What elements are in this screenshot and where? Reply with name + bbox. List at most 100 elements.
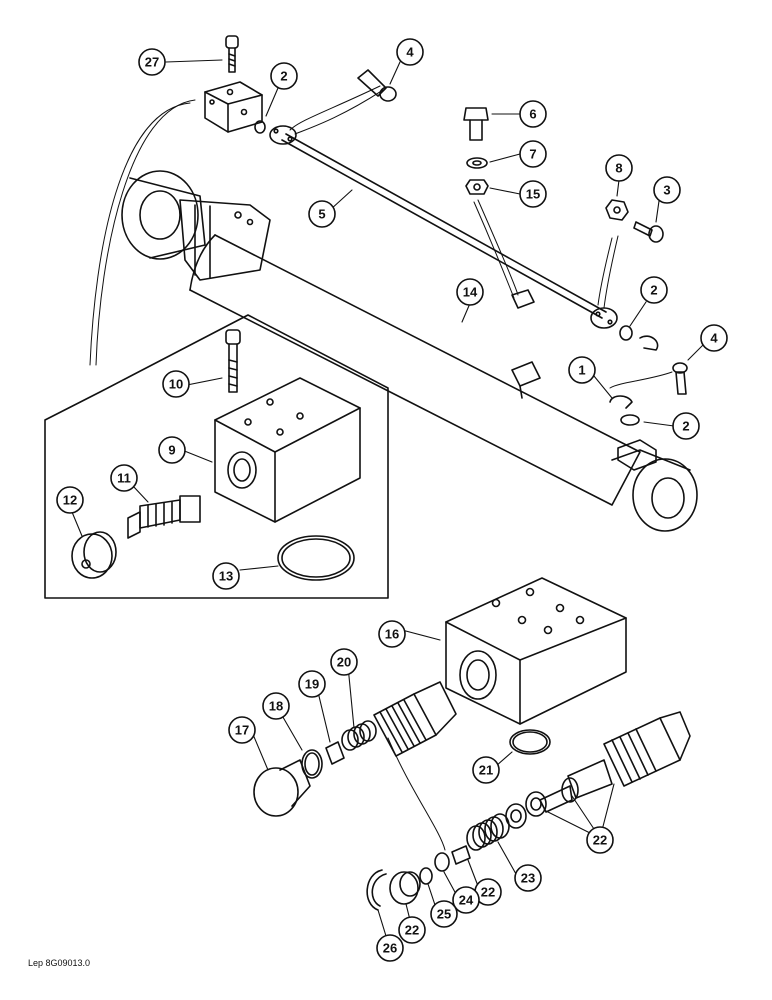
o-ring-2-icon: [619, 325, 633, 341]
callout-3: 3: [653, 176, 681, 204]
callout-4: 4: [700, 324, 728, 352]
callout-circle: [640, 276, 668, 304]
callout-17: 17: [228, 716, 256, 744]
callout-22: 22: [474, 878, 502, 906]
callout-13: 13: [212, 562, 240, 590]
callout-18: 18: [262, 692, 290, 720]
callout-label: 9: [168, 443, 175, 458]
callout-circle: [472, 756, 500, 784]
callout-label: 22: [593, 833, 607, 848]
callout-label: 24: [459, 893, 474, 908]
callout-20: 20: [330, 648, 358, 676]
callout-circle: [308, 200, 336, 228]
callout-22: 22: [586, 826, 614, 854]
callout-circle: [452, 886, 480, 914]
callout-5: 5: [308, 200, 336, 228]
drawing-reference: Lep 8G09013.0: [28, 958, 91, 968]
o-ring-24-icon: [434, 852, 450, 872]
callout-9: 9: [158, 436, 186, 464]
callout-circle: [330, 648, 358, 676]
callout-label: 17: [235, 723, 249, 738]
o-ring-2-lower-icon: [620, 414, 640, 426]
nut-15-icon: [465, 179, 489, 195]
plug-12-icon: [71, 531, 117, 579]
callout-label: 2: [280, 69, 287, 84]
callout-circle: [298, 670, 326, 698]
callout-23: 23: [514, 864, 542, 892]
plug-17-icon: [253, 759, 311, 817]
callout-2: 2: [640, 276, 668, 304]
callout-circle: [398, 916, 426, 944]
callout-circle: [519, 180, 547, 208]
callout-27: 27: [138, 48, 166, 76]
callout-label: 27: [145, 55, 159, 70]
callout-12: 12: [56, 486, 84, 514]
callout-label: 10: [169, 377, 183, 392]
callout-label: 5: [318, 207, 325, 222]
callout-circle: [396, 38, 424, 66]
callout-6: 6: [519, 100, 547, 128]
callout-25: 25: [430, 900, 458, 928]
callout-label: 7: [529, 147, 536, 162]
callout-label: 12: [63, 493, 77, 508]
callout-circle: [430, 900, 458, 928]
callout-circle: [519, 100, 547, 128]
retaining-clip-1-icon: [609, 335, 659, 409]
callout-label: 4: [406, 45, 414, 60]
callout-label: 16: [385, 627, 399, 642]
callout-1: 1: [568, 356, 596, 384]
callout-21: 21: [472, 756, 500, 784]
cartridge-upper-icon: [373, 681, 457, 757]
callout-circle: [138, 48, 166, 76]
callout-7: 7: [519, 140, 547, 168]
callout-label: 26: [383, 941, 397, 956]
callout-circle: [514, 864, 542, 892]
callout-14: 14: [456, 278, 484, 306]
spring-23-icon: [466, 813, 510, 851]
callout-circle: [700, 324, 728, 352]
leader-curves: [89, 85, 673, 851]
callout-label: 11: [117, 471, 131, 486]
callout-22: 22: [398, 916, 426, 944]
inset-panel: [44, 314, 389, 599]
callout-circle: [586, 826, 614, 854]
callout-label: 3: [663, 183, 670, 198]
circlip-26-icon: [366, 869, 387, 911]
callout-circle: [262, 692, 290, 720]
callout-label: 23: [521, 871, 535, 886]
callout-label: 19: [305, 677, 319, 692]
callout-circle: [672, 412, 700, 440]
callout-11: 11: [110, 464, 138, 492]
relief-cartridge-11-icon: [127, 495, 201, 539]
callout-circle: [228, 716, 256, 744]
valve-block-9-icon: [214, 377, 361, 523]
spring-20-icon: [341, 720, 377, 751]
callout-circle: [162, 370, 190, 398]
poppet-19-icon: [325, 741, 345, 765]
cap-screw-4-icon: [357, 69, 397, 102]
callout-circle: [378, 620, 406, 648]
callout-2: 2: [270, 62, 298, 90]
o-ring-2-top-icon: [254, 120, 266, 134]
callout-26: 26: [376, 934, 404, 962]
plug-22-lower-icon: [389, 871, 421, 905]
callout-circle: [212, 562, 240, 590]
callout-label: 2: [650, 283, 657, 298]
callout-10: 10: [162, 370, 190, 398]
nut-8-icon: [605, 199, 629, 221]
callout-2: 2: [672, 412, 700, 440]
callout-label: 18: [269, 699, 283, 714]
callout-circle: [376, 934, 404, 962]
washer-7-icon: [466, 157, 488, 169]
washers-22-icon: [505, 791, 547, 829]
callout-label: 15: [526, 187, 540, 202]
poppet-22-icon: [451, 845, 471, 865]
callout-24: 24: [452, 886, 480, 914]
callout-label: 4: [710, 331, 718, 346]
callout-16: 16: [378, 620, 406, 648]
cap-screw-4-lower-icon: [672, 362, 688, 395]
callout-circle: [568, 356, 596, 384]
hex-bolt-6-icon: [463, 107, 489, 141]
callout-label: 8: [615, 161, 622, 176]
